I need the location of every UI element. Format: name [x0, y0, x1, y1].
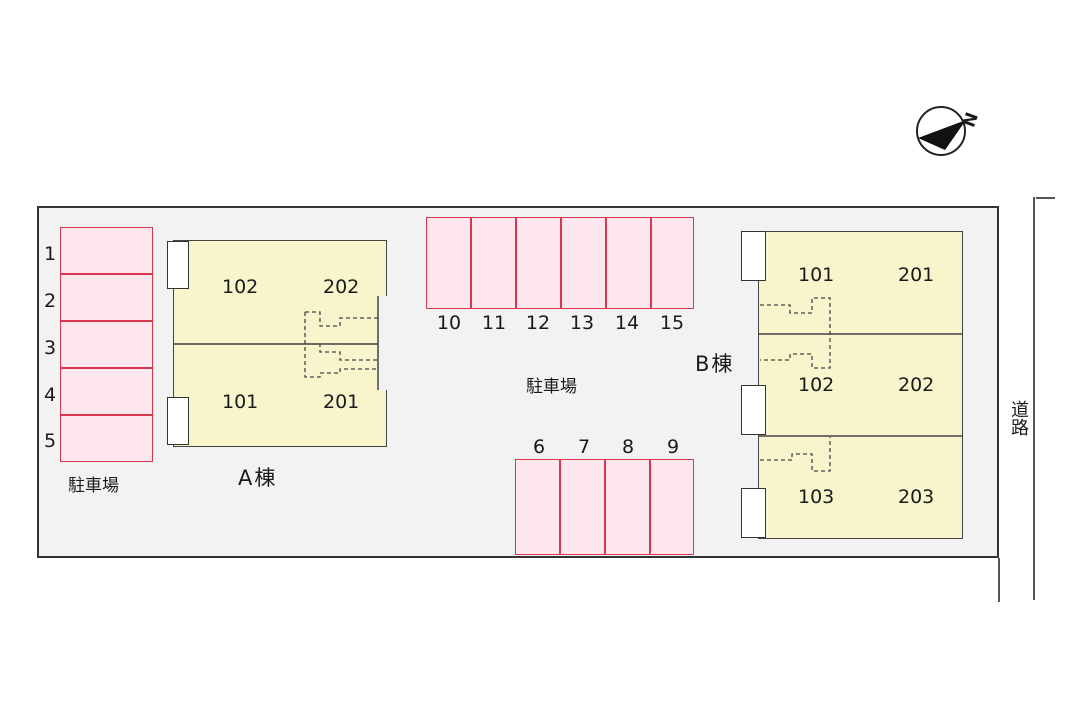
- parking-stall-8: [605, 459, 650, 555]
- parking-stall-4: [60, 368, 153, 415]
- parking-stall-11: [471, 217, 516, 309]
- parking-stall-6: [515, 459, 560, 555]
- stall-number: 2: [44, 290, 57, 312]
- building-a-label: A棟: [238, 466, 278, 490]
- parking-stall-14: [606, 217, 651, 309]
- parking-stall-10: [426, 217, 471, 309]
- door-a-top: [167, 241, 189, 289]
- stall-number: 6: [532, 436, 546, 458]
- stall-number: 11: [481, 312, 507, 334]
- parking-stall-15: [651, 217, 694, 309]
- stall-number: 14: [614, 312, 640, 334]
- parking-label-left: 駐車場: [68, 476, 119, 496]
- parking-stall-5: [60, 415, 153, 462]
- parking-label-center: 駐車場: [526, 377, 577, 397]
- parking-stall-7: [560, 459, 605, 555]
- parking-stall-3: [60, 321, 153, 368]
- stall-number: 5: [44, 430, 57, 452]
- room-b-201: 201: [898, 264, 935, 286]
- parking-stall-2: [60, 274, 153, 321]
- stall-number: 9: [666, 436, 680, 458]
- stall-number: 10: [436, 312, 462, 334]
- room-b-202: 202: [898, 374, 935, 396]
- stall-number: 15: [659, 312, 685, 334]
- stall-number: 3: [44, 337, 57, 359]
- parking-stall-12: [516, 217, 561, 309]
- building-b: [758, 231, 963, 539]
- stall-number: 1: [44, 243, 57, 265]
- parking-stall-1: [60, 227, 153, 274]
- room-b-101: 101: [798, 264, 835, 286]
- room-a-201: 201: [323, 391, 360, 413]
- room-a-101: 101: [222, 391, 259, 413]
- room-b-102: 102: [798, 374, 835, 396]
- room-b-103: 103: [798, 486, 835, 508]
- stall-number: 4: [44, 384, 57, 406]
- door-b-top: [741, 231, 766, 281]
- stall-number: 13: [569, 312, 595, 334]
- parking-stall-9: [650, 459, 694, 555]
- door-b-bottom: [741, 488, 766, 538]
- room-a-202: 202: [323, 276, 360, 298]
- stall-number: 12: [525, 312, 551, 334]
- building-b-label: B棟: [695, 352, 735, 376]
- stall-number: 7: [577, 436, 591, 458]
- room-b-203: 203: [898, 486, 935, 508]
- door-b-middle: [741, 385, 766, 435]
- parking-stall-13: [561, 217, 606, 309]
- road-label: 道路: [1008, 400, 1029, 436]
- room-a-102: 102: [222, 276, 259, 298]
- stall-number: 8: [621, 436, 635, 458]
- door-a-bottom: [167, 397, 189, 445]
